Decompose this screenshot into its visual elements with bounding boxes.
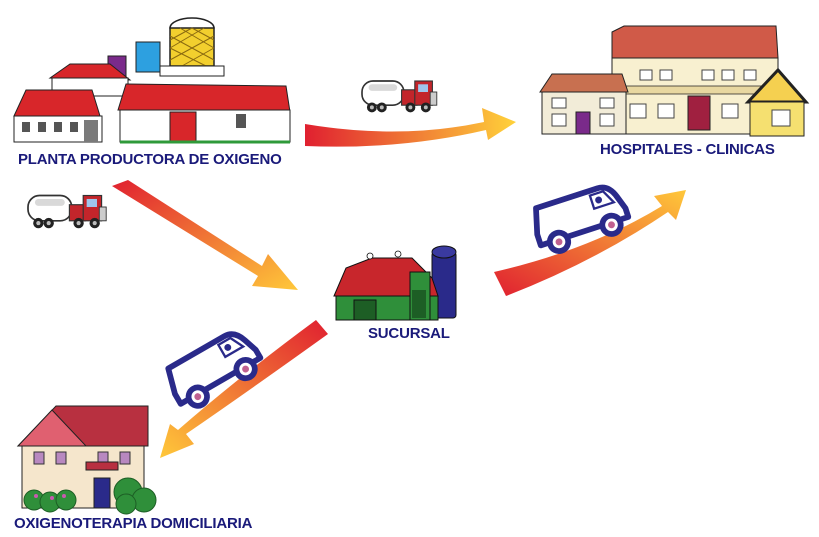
house-icon — [16, 405, 157, 515]
arrow-plant-to-hospitals — [305, 108, 516, 147]
arrow-branch-to-hospitals — [494, 190, 686, 296]
arrow-plant-to-branch — [112, 180, 298, 290]
hospital-icon — [539, 25, 810, 137]
arrow-branch-to-home — [160, 320, 328, 458]
home-label: OXIGENOTERAPIA DOMICILIARIA — [14, 515, 253, 532]
hospitals-label: HOSPITALES - CLINICAS — [600, 141, 775, 158]
tanker-truck-icon — [27, 194, 108, 230]
barn-icon — [333, 245, 457, 321]
factory-icon — [13, 17, 291, 144]
tanker-truck-icon — [361, 80, 438, 114]
plant-label: PLANTA PRODUCTORA DE OXIGENO — [18, 151, 282, 168]
branch-label: SUCURSAL — [368, 325, 450, 342]
delivery-van-icon — [529, 182, 631, 256]
